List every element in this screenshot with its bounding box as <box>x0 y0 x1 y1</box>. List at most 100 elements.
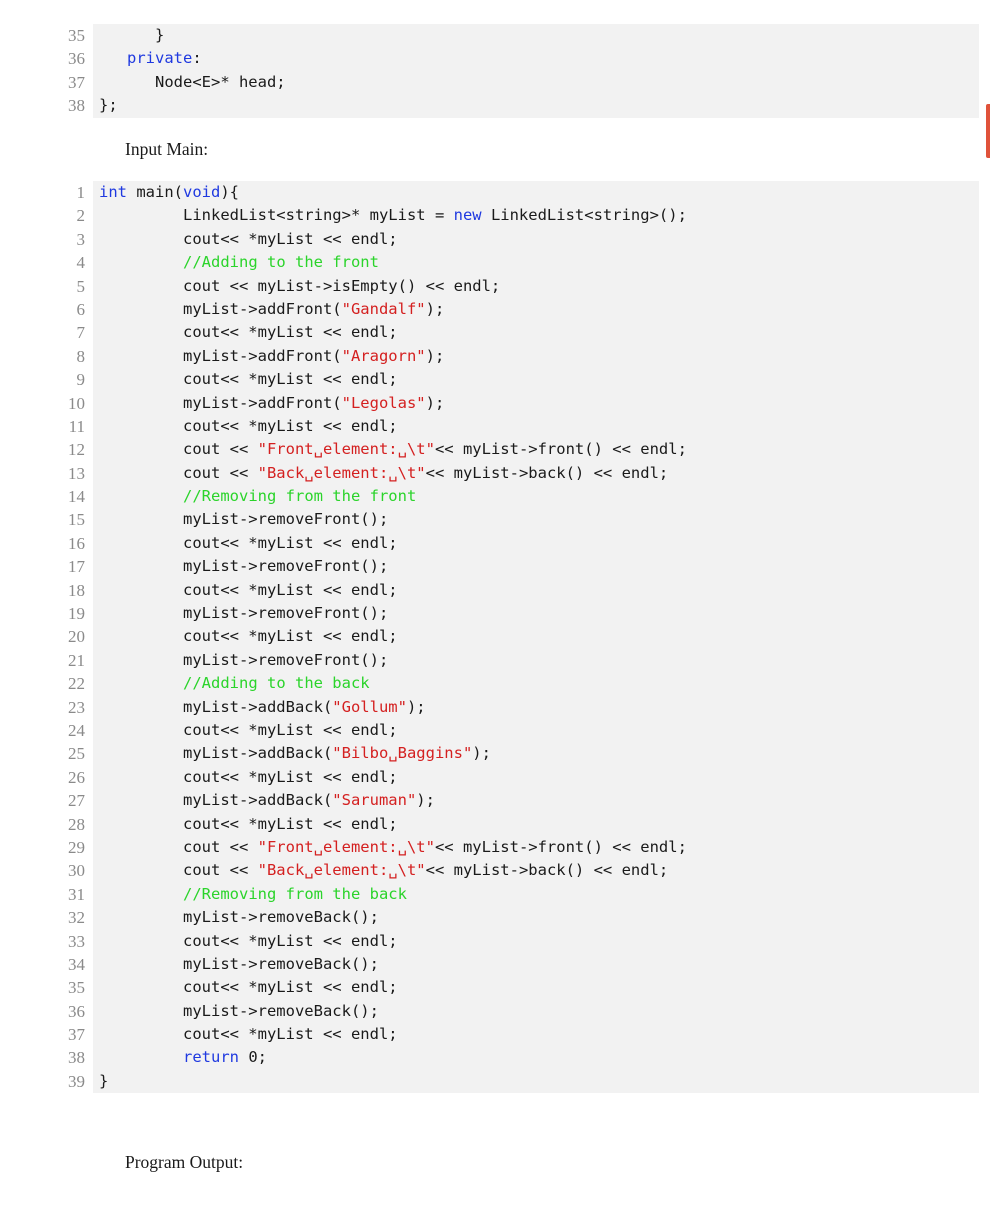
code-text: cout<< *myList << endl; <box>99 321 398 344</box>
code-token: ); <box>425 299 445 318</box>
code-line: 33 cout<< *myList << endl; <box>68 930 979 953</box>
code-token: cout<< *myList << endl; <box>99 416 398 435</box>
code-token: cout<< *myList << endl; <box>99 931 398 950</box>
code-text: cout << "Back␣element:␣\t"<< myList->bac… <box>99 462 668 485</box>
code-token: myList->addBack( <box>99 744 333 763</box>
code-token <box>99 1048 183 1066</box>
code-line: 30 cout << "Back␣element:␣\t"<< myList->… <box>68 859 979 882</box>
code-text: myList->removeFront(); <box>99 555 388 578</box>
string-literal-token: "Back␣element:␣\t" <box>257 463 426 482</box>
code-text: myList->removeFront(); <box>99 602 388 625</box>
line-number: 7 <box>76 323 86 343</box>
code-text: Node<E>* head; <box>99 71 286 94</box>
code-text: myList->removeFront(); <box>99 508 388 531</box>
line-number: 30 <box>68 861 85 881</box>
line-number: 20 <box>68 627 85 647</box>
code-token: cout << <box>99 837 258 856</box>
string-literal-token: "Front␣element:␣\t" <box>257 440 435 459</box>
line-number: 36 <box>68 1001 85 1021</box>
code-token: << myList->back() << endl; <box>425 861 669 880</box>
code-line: 34 myList->removeBack(); <box>68 953 979 976</box>
line-number: 38 <box>68 1048 85 1068</box>
line-number: 10 <box>68 393 85 413</box>
code-token: cout<< *myList << endl; <box>99 533 398 552</box>
code-token: main( <box>127 183 183 201</box>
line-number: 38 <box>68 96 85 116</box>
line-number: 18 <box>68 580 85 600</box>
code-line: 22 //Adding to the back <box>68 672 979 695</box>
code-line: 18 cout<< *myList << endl; <box>68 579 979 602</box>
line-number: 24 <box>68 720 85 740</box>
code-text: myList->addFront("Legolas"); <box>99 392 444 415</box>
line-number: 21 <box>68 650 85 670</box>
string-literal-token: "Gandalf" <box>341 299 426 318</box>
code-token: ); <box>472 744 491 763</box>
code-text: cout << "Front␣element:␣\t"<< myList->fr… <box>99 836 687 859</box>
code-token: myList->addBack( <box>99 791 333 810</box>
string-literal-token: "Bilbo␣Baggins" <box>332 744 473 763</box>
code-token: cout<< *myList << endl; <box>99 627 398 646</box>
code-token: << myList->front() << endl; <box>434 837 687 856</box>
code-text: cout<< *myList << endl; <box>99 813 398 836</box>
code-text: cout<< *myList << endl; <box>99 532 398 555</box>
code-text: cout << myList->isEmpty() << endl; <box>99 275 500 298</box>
comment-token: //Removing from the back <box>183 884 407 903</box>
line-number: 33 <box>68 931 85 951</box>
line-number: 31 <box>68 884 85 904</box>
string-literal-token: "Saruman" <box>332 791 417 810</box>
comment-token: //Adding to the back <box>183 674 370 693</box>
line-number: 9 <box>76 370 86 390</box>
line-number: 22 <box>68 674 85 694</box>
line-number: 32 <box>68 908 85 928</box>
string-literal-token: "Gollum" <box>332 697 407 716</box>
code-token: myList->removeBack(); <box>99 1001 379 1020</box>
line-number: 28 <box>68 814 85 834</box>
code-token: Node<E>* head; <box>99 72 286 91</box>
code-text: myList->addBack("Saruman"); <box>99 789 435 812</box>
line-number: 11 <box>68 416 85 436</box>
code-text: cout<< *myList << endl; <box>99 579 398 602</box>
line-number: 3 <box>76 229 86 249</box>
code-text: cout<< *myList << endl; <box>99 766 398 789</box>
code-text: myList->removeBack(); <box>99 953 379 976</box>
code-text: private: <box>99 47 202 70</box>
code-line: 23 myList->addBack("Gollum"); <box>68 696 979 719</box>
code-token: cout<< *myList << endl; <box>99 323 398 342</box>
keyword-token: new <box>453 206 482 225</box>
keyword-token: private <box>127 49 193 68</box>
code-token: << myList->back() << endl; <box>425 463 669 482</box>
code-line: 36 myList->removeBack(); <box>68 1000 979 1023</box>
code-line: 10 myList->addFront("Legolas"); <box>68 392 979 415</box>
code-text: } <box>99 1070 108 1093</box>
input-main-caption: Input Main: <box>125 139 209 159</box>
code-text: cout<< *myList << endl; <box>99 976 398 999</box>
code-token: cout<< *myList << endl; <box>99 229 398 248</box>
code-line: 13 cout << "Back␣element:␣\t"<< myList->… <box>68 462 979 485</box>
code-line: 5 cout << myList->isEmpty() << endl; <box>77 275 979 298</box>
line-number: 13 <box>68 463 85 483</box>
line-number: 15 <box>68 510 85 530</box>
line-number: 19 <box>68 604 85 624</box>
code-token: }; <box>99 96 118 115</box>
string-literal-token: "Front␣element:␣\t" <box>257 837 435 856</box>
code-text: //Removing from the front <box>99 485 416 508</box>
code-line: 3 cout<< *myList << endl; <box>77 228 979 251</box>
code-listing-class-tail: 35 }36 private:37 Node<E>* head;38}; <box>68 24 979 118</box>
string-literal-token: "Legolas" <box>341 393 426 412</box>
code-text: return 0; <box>99 1046 267 1069</box>
line-number: 6 <box>76 299 86 319</box>
code-line: 9 cout<< *myList << endl; <box>77 368 979 391</box>
line-number: 36 <box>68 49 85 69</box>
code-line: 15 myList->removeFront(); <box>68 508 979 531</box>
code-token: myList->addFront( <box>99 346 342 365</box>
code-line: 24 cout<< *myList << endl; <box>68 719 979 742</box>
code-text: cout<< *myList << endl; <box>99 719 398 742</box>
code-token <box>99 885 183 903</box>
code-line: 25 myList->addBack("Bilbo␣Baggins"); <box>68 742 979 765</box>
code-token: myList->removeFront(); <box>99 604 389 623</box>
code-token: << myList->front() << endl; <box>434 440 687 459</box>
code-line: 12 cout << "Front␣element:␣\t"<< myList-… <box>68 438 979 461</box>
line-number: 23 <box>68 697 85 717</box>
line-number: 29 <box>68 837 85 857</box>
code-token: cout << <box>99 861 258 880</box>
